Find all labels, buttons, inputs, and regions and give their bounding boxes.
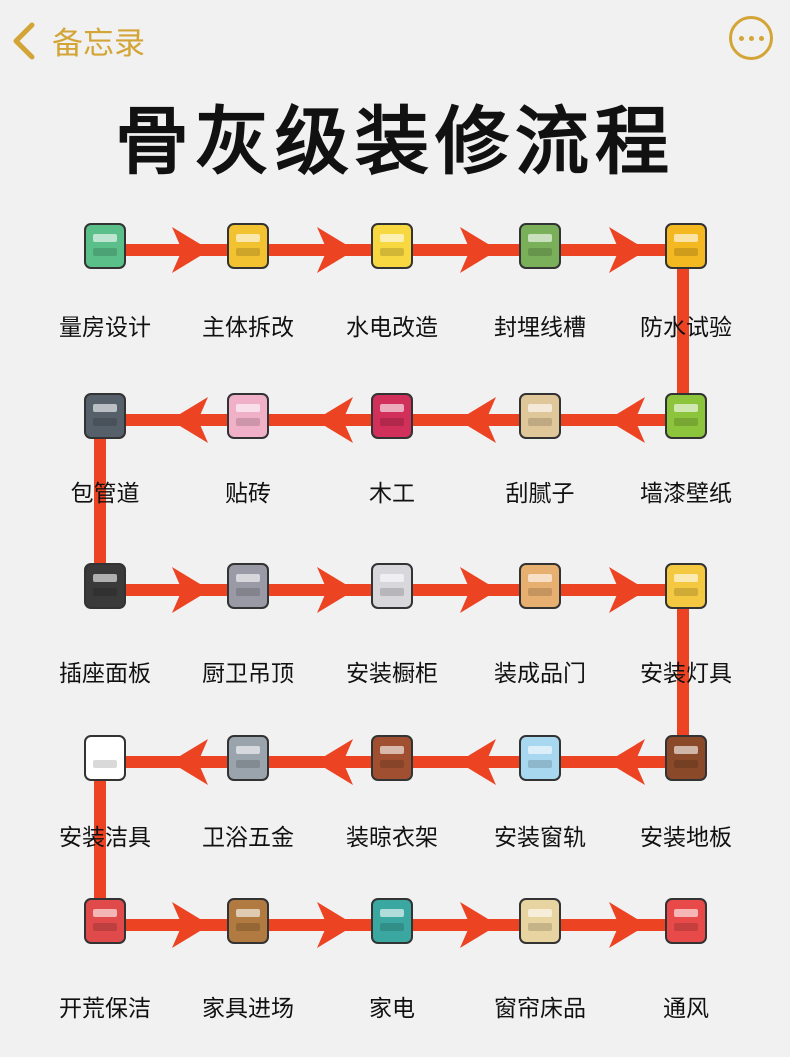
arrow-right-icon [317,567,355,613]
page-title: 骨灰级装修流程 [115,99,675,185]
step-label: 贴砖 [225,481,271,507]
toilet-icon [73,726,137,790]
arrow-left-icon [607,397,645,443]
step-label: 安装洁具 [59,825,151,851]
arrow-left-icon [315,739,353,785]
paint-can-icon [654,384,718,448]
arrow-right-icon [317,902,355,948]
arrow-left-icon [170,739,208,785]
arrow-right-icon [172,227,210,273]
back-label: 备忘录 [52,26,145,62]
step-label: 水电改造 [346,315,438,341]
floor-board-icon [654,726,718,790]
paint-roller-icon [508,384,572,448]
more-button[interactable] [729,16,773,60]
step-label: 木工 [369,481,415,507]
arrow-right-icon [172,567,210,613]
arrow-right-icon [460,227,498,273]
step-label: 刮腻子 [505,481,575,507]
step-label: 安装窗轨 [494,825,586,851]
back-button[interactable]: 备忘录 [10,18,145,63]
arrow-left-icon [458,739,496,785]
plug-icon [73,554,137,618]
faucet-icon [216,726,280,790]
tile-icon [216,384,280,448]
arrow-right-icon [609,567,647,613]
step-label: 防水试验 [640,315,732,341]
arrow-right-icon [609,227,647,273]
arrow-left-icon [170,397,208,443]
light-bulb-icon [360,214,424,278]
drill-icon [216,214,280,278]
step-label: 家具进场 [202,996,294,1022]
step-label: 主体拆改 [202,315,294,341]
step-label: 卫浴五金 [202,825,294,851]
carpenter-icon [360,384,424,448]
step-label: 安装地板 [640,825,732,851]
more-icon [738,35,744,41]
step-label: 安装灯具 [640,661,732,687]
shovel-icon [508,214,572,278]
step-label: 窗帘床品 [494,996,586,1022]
door-icon [508,554,572,618]
fridge-icon [360,889,424,953]
step-label: 量房设计 [59,315,151,341]
step-label: 开荒保洁 [59,996,151,1022]
step-label: 家电 [369,996,415,1022]
arrow-left-icon [458,397,496,443]
windsock-icon [654,889,718,953]
hanger-icon [360,726,424,790]
window-icon [508,726,572,790]
ruler-icon [73,214,137,278]
arrow-right-icon [460,902,498,948]
cleaner-icon [73,889,137,953]
chevron-left-icon [13,22,35,59]
step-label: 装成品门 [494,661,586,687]
arrow-left-icon [607,739,645,785]
chandelier-icon [654,554,718,618]
bed-icon [508,889,572,953]
flow-connector [94,762,106,931]
step-label: 厨卫吊顶 [202,661,294,687]
cabinet-icon [360,554,424,618]
flow-connector [677,590,689,768]
step-label: 安装橱柜 [346,661,438,687]
step-label: 插座面板 [59,661,151,687]
flow-connector [677,250,689,426]
flow-connector [94,420,106,596]
step-label: 装晾衣架 [346,825,438,851]
arrow-right-icon [172,902,210,948]
arrow-left-icon [315,397,353,443]
step-label: 包管道 [70,481,140,507]
step-label: 墙漆壁纸 [640,481,732,507]
furniture-icon [216,889,280,953]
step-label: 通风 [663,996,709,1022]
ladder-icon [216,554,280,618]
worker-icon [73,384,137,448]
arrow-right-icon [317,227,355,273]
arrow-right-icon [460,567,498,613]
arrow-right-icon [609,902,647,948]
step-label: 封埋线槽 [494,315,586,341]
paint-bucket-icon [654,214,718,278]
